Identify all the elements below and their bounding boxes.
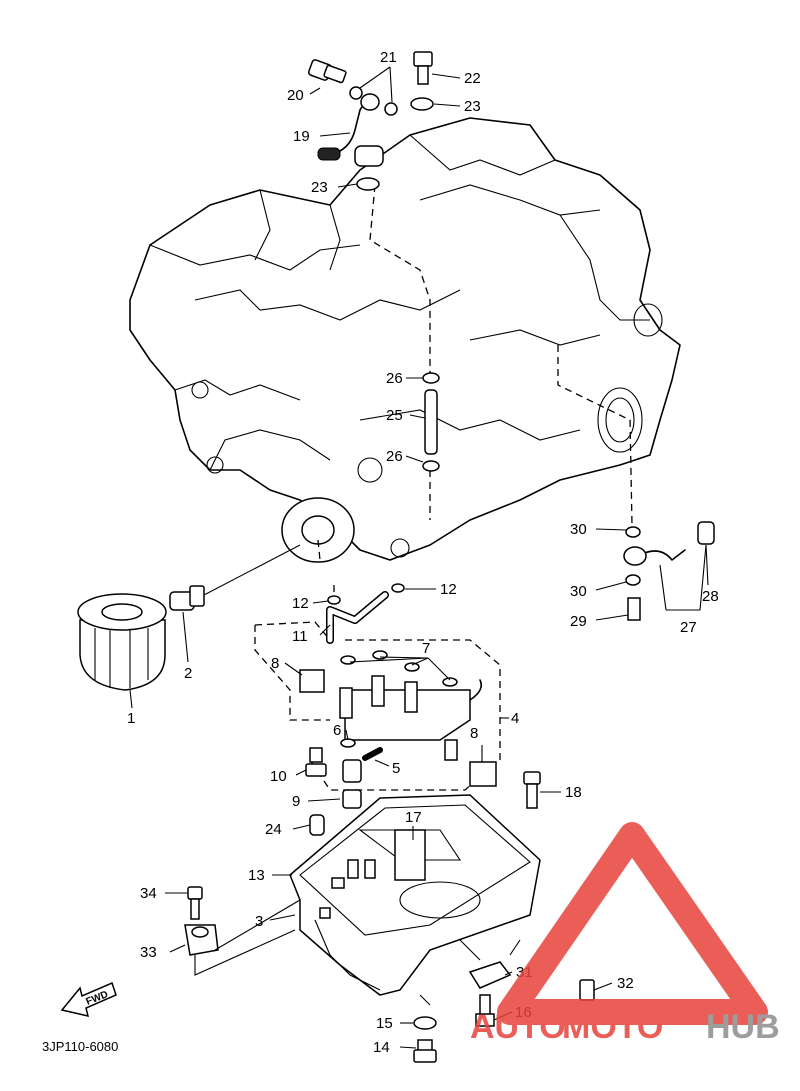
callout-23b: 23 (311, 179, 328, 196)
callout-22: 22 (464, 70, 481, 87)
callout-17: 17 (405, 809, 422, 826)
callout-1: 1 (127, 710, 135, 727)
engine-block (129, 117, 681, 563)
callout-3: 3 (255, 913, 263, 930)
callout-2: 2 (184, 665, 192, 682)
diagram-code: 3JP110-6080 (42, 1039, 118, 1054)
assembly-guide-lines (254, 184, 633, 791)
callout-26a: 26 (386, 370, 403, 387)
dowel-pin-24 (309, 814, 325, 836)
callout-4: 4 (511, 710, 519, 727)
callout-21: 21 (380, 49, 397, 66)
oil-pipe-25 (422, 372, 440, 472)
callout-12b: 12 (440, 581, 457, 598)
callout-18: 18 (565, 784, 582, 801)
oil-pan-3 (289, 794, 541, 996)
oil-pump-assembly-4 (299, 650, 497, 787)
callout-15: 15 (376, 1015, 393, 1032)
drain-bolt-14 (413, 1016, 437, 1063)
callout-19: 19 (293, 128, 310, 145)
logo-text-hub: HUB (706, 1008, 780, 1046)
callout-29: 29 (570, 613, 587, 630)
fwd-label: FWD (85, 989, 110, 1008)
logo-triangle-icon (497, 822, 768, 1025)
washers-23 (356, 97, 434, 191)
callout-34: 34 (140, 885, 157, 902)
logo-text-moto: MOTO (562, 1008, 663, 1046)
callout-20: 20 (287, 87, 304, 104)
callout-9: 9 (292, 793, 300, 810)
callout-24: 24 (265, 821, 282, 838)
callout-28: 28 (702, 588, 719, 605)
copper-washers-21 (349, 86, 398, 116)
callout-8a: 8 (271, 655, 279, 672)
callout-27: 27 (680, 619, 697, 636)
oil-filter (77, 593, 167, 691)
callout-13: 13 (248, 867, 265, 884)
oil-pipe-assembly-27 (623, 521, 715, 621)
part-callouts: 1 2 3 4 5 6 7 8 8 9 10 11 12 12 13 14 15… (127, 49, 719, 1056)
callout-30b: 30 (570, 583, 587, 600)
leader-lines (129, 66, 709, 1049)
callout-32: 32 (617, 975, 634, 992)
callout-8b: 8 (470, 725, 478, 742)
bolt-18 (523, 771, 541, 809)
bolt-22 (413, 51, 433, 85)
forward-arrow-icon: FWD (60, 981, 117, 1018)
automotohub-logo: AUTO MOTO HUB (470, 822, 780, 1046)
oil-hose-11 (326, 583, 405, 644)
callout-14: 14 (373, 1039, 390, 1056)
callout-7: 7 (422, 640, 430, 657)
callout-23a: 23 (464, 98, 481, 115)
callout-30a: 30 (570, 521, 587, 538)
callout-11: 11 (292, 628, 308, 645)
callout-5: 5 (392, 760, 400, 777)
oil-delivery-pipe (317, 93, 384, 167)
union-bolt-20 (307, 59, 347, 84)
callout-26b: 26 (386, 448, 403, 465)
drain-parts (468, 961, 595, 1027)
callout-10: 10 (270, 768, 287, 785)
callout-12a: 12 (292, 595, 309, 612)
callout-25: 25 (386, 407, 403, 424)
callout-6: 6 (333, 722, 341, 739)
strainer-parts (305, 747, 383, 809)
filter-union-bolt (169, 544, 301, 611)
logo-text-auto: AUTO (470, 1008, 566, 1046)
callout-33: 33 (140, 944, 157, 961)
cover-33 (184, 886, 219, 956)
